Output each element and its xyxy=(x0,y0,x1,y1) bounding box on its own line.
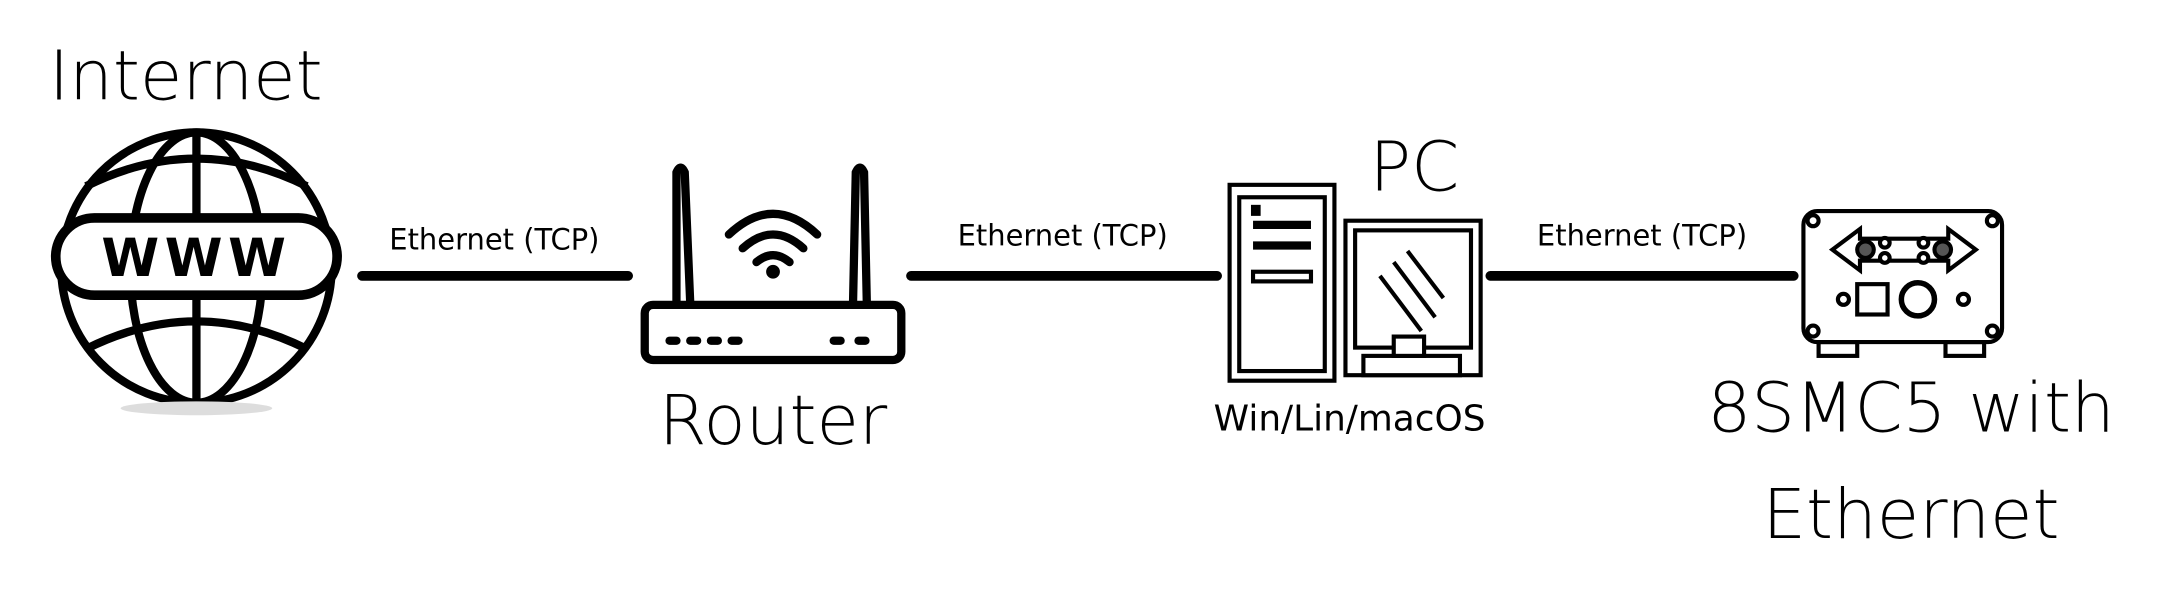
controller-device-icon xyxy=(1801,208,2005,358)
os-label: Win/Lin/macOS xyxy=(1214,398,1486,439)
controller-label-line2: Ethernet xyxy=(1762,475,2059,555)
link-2-label: Ethernet (TCP) xyxy=(958,219,1168,253)
internet-label: Internet xyxy=(49,36,323,116)
link-3-label: Ethernet (TCP) xyxy=(1537,219,1747,253)
wifi-router-icon xyxy=(640,163,906,365)
router-label: Router xyxy=(659,381,888,461)
desktop-computer-icon xyxy=(1227,182,1483,383)
link-1-label: Ethernet (TCP) xyxy=(389,223,599,257)
pc-label: PC xyxy=(1370,127,1460,207)
globe-www-icon xyxy=(50,128,342,416)
www-text: WWW xyxy=(101,228,291,289)
controller-label-line1: 8SMC5 with xyxy=(1707,369,2114,449)
